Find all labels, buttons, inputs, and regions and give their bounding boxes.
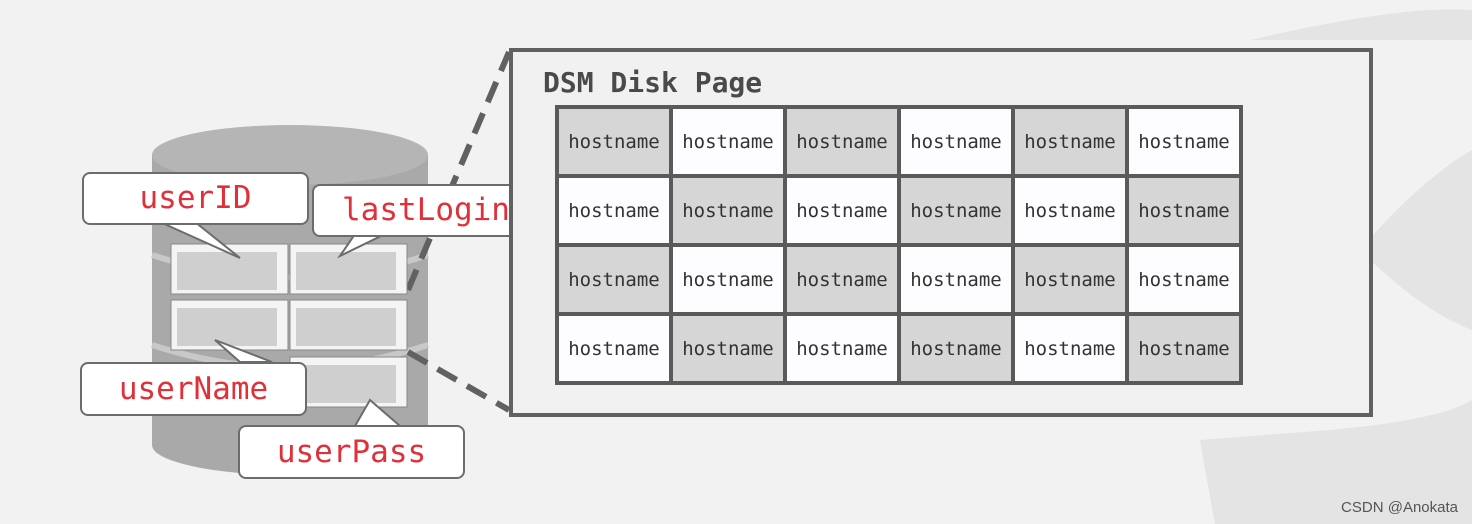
grid-row: hostname hostname hostname hostname host…	[555, 174, 1243, 247]
mini-page	[170, 299, 289, 351]
grid-cell: hostname	[1011, 312, 1129, 385]
grid-cell: hostname	[1125, 243, 1243, 316]
grid-cell: hostname	[897, 105, 1015, 178]
background-swoosh	[1200, 9, 1472, 524]
grid-cell: hostname	[897, 312, 1015, 385]
zoom-line-bottom	[406, 349, 511, 413]
grid-row: hostname hostname hostname hostname host…	[555, 312, 1243, 385]
grid-row: hostname hostname hostname hostname host…	[555, 105, 1243, 178]
callout-label: userPass	[276, 434, 427, 470]
mini-page	[289, 299, 408, 351]
grid-cell: hostname	[783, 312, 901, 385]
grid-cell: hostname	[897, 174, 1015, 247]
grid-cell: hostname	[897, 243, 1015, 316]
callout-user-name: userName	[80, 362, 307, 416]
grid-cell: hostname	[555, 174, 673, 247]
zoom-line-top	[405, 50, 512, 292]
page-title: DSM Disk Page	[543, 66, 763, 99]
grid-cell: hostname	[669, 243, 787, 316]
callout-label: lastLogin	[342, 192, 510, 228]
grid-cell: hostname	[1125, 174, 1243, 247]
grid-cell: hostname	[783, 174, 901, 247]
grid-cell: hostname	[555, 243, 673, 316]
callout-last-login: lastLogin	[312, 184, 540, 237]
watermark: CSDN @Anokata	[1341, 499, 1458, 516]
callout-label: userName	[118, 371, 269, 407]
grid-cell: hostname	[1011, 174, 1129, 247]
page-grid: hostname hostname hostname hostname host…	[555, 105, 1243, 385]
grid-cell: hostname	[1011, 105, 1129, 178]
grid-cell: hostname	[1125, 105, 1243, 178]
grid-cell: hostname	[669, 312, 787, 385]
mini-page	[289, 356, 408, 408]
grid-cell: hostname	[783, 243, 901, 316]
grid-cell: hostname	[669, 174, 787, 247]
grid-row: hostname hostname hostname hostname host…	[555, 243, 1243, 316]
grid-cell: hostname	[555, 105, 673, 178]
grid-cell: hostname	[1125, 312, 1243, 385]
callout-label: userID	[139, 180, 252, 216]
callout-user-pass: userPass	[238, 425, 465, 479]
grid-cell: hostname	[555, 312, 673, 385]
mini-page	[170, 243, 289, 295]
callout-user-id: userID	[82, 172, 309, 225]
dsm-disk-page-panel: DSM Disk Page hostname hostname hostname…	[509, 48, 1373, 417]
grid-cell: hostname	[669, 105, 787, 178]
grid-cell: hostname	[783, 105, 901, 178]
grid-cell: hostname	[1011, 243, 1129, 316]
